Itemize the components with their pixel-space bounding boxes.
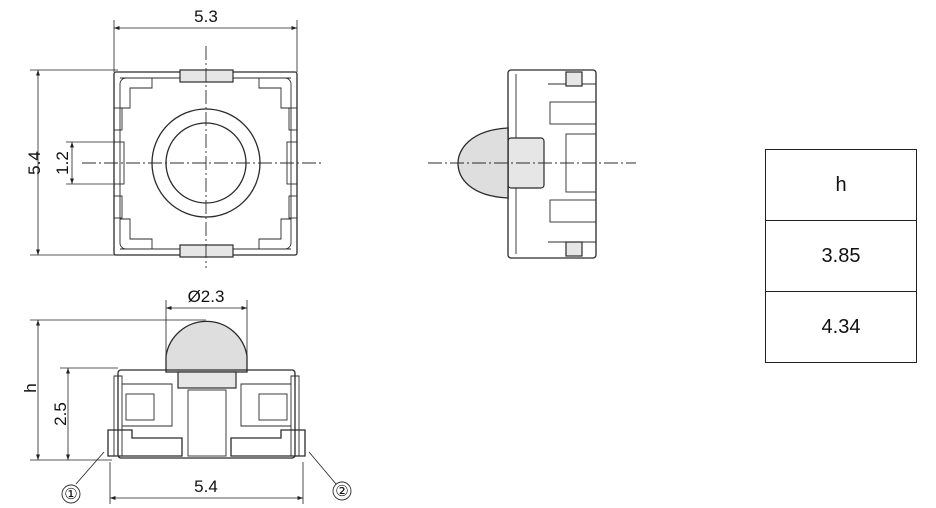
height-table: h 3.85 4.34 (765, 149, 917, 363)
side-view (428, 69, 636, 259)
dim-overall-h: h (21, 383, 40, 392)
table-row: 3.85 (765, 220, 917, 292)
front-view: Ø2.3 h 2.5 5.4 ① ② (21, 287, 352, 504)
table-cell: 4.34 (765, 291, 917, 363)
callout-circle-2 (332, 481, 352, 501)
dim-diameter: Ø2.3 (188, 287, 225, 306)
dim-base-height: 2.5 (51, 402, 70, 426)
dim-pitch: 1.2 (53, 151, 72, 175)
dim-left-height: 5.4 (25, 151, 44, 175)
table-cell: 3.85 (765, 220, 917, 292)
table-header-h: h (765, 149, 917, 221)
top-tab (179, 69, 234, 83)
front-dome (165, 320, 248, 373)
package-outline (113, 71, 298, 256)
dim-bottom-width: 5.4 (194, 477, 218, 496)
table-row: h (765, 149, 917, 221)
front-body (117, 369, 296, 459)
top-view: 5.3 5.4 1.2 (25, 7, 322, 268)
table-row: 4.34 (765, 291, 917, 363)
bottom-tab (179, 244, 234, 258)
dim-top-width: 5.3 (194, 7, 218, 26)
callout-terminal-2: ② (335, 482, 348, 500)
callout-circle-1 (61, 484, 81, 504)
callout-terminal-1: ① (64, 485, 77, 503)
